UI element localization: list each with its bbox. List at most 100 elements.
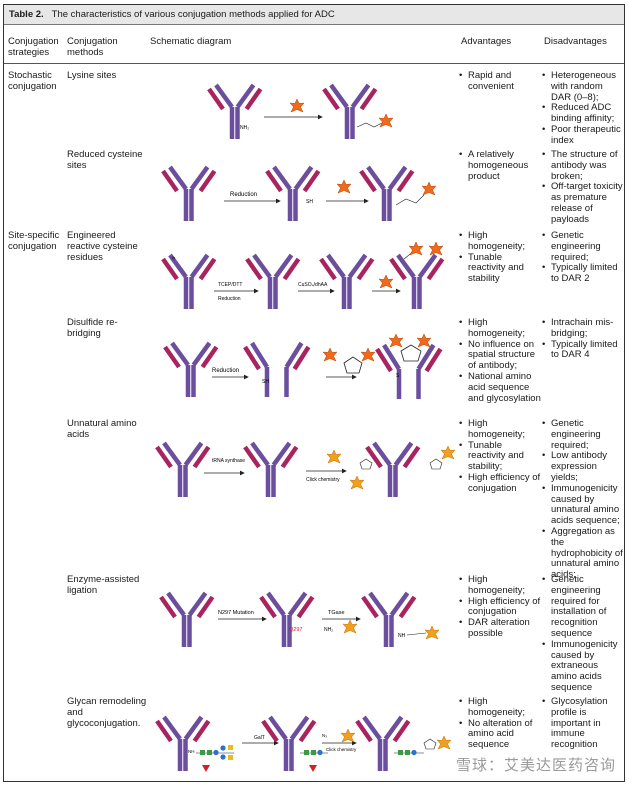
disadvantages-row-1: Heterogeneous with random DAR (0–8);Redu… (542, 70, 624, 147)
payload-star (424, 625, 440, 640)
disadvantages-row-6: Genetic engineering required for install… (542, 574, 624, 694)
advantages-row-7: High homogeneity;No alteration of amino … (459, 696, 541, 751)
list-item: Typically limited to DAR 2 (542, 263, 624, 285)
disadvantages-row-4: Intrachain mis-bridging;Typically limite… (542, 317, 624, 362)
label-n297-mutation: N297 Mutation (218, 610, 254, 616)
list-item: High homogeneity; (459, 230, 541, 253)
payload-star (378, 274, 394, 289)
fucose-marker (309, 765, 317, 772)
payload-star (360, 347, 376, 362)
label-nh2: NH₂ (324, 627, 333, 633)
list-item: Low antibody expression yields; (542, 450, 624, 483)
header-methods: Conjugation methods (67, 36, 118, 58)
method-engineered-cysteine: Engineered reactive cysteine residues (67, 230, 138, 263)
label-sh: SH (306, 199, 313, 205)
payload-star (416, 333, 432, 348)
method-enzyme: Enzyme-assisted ligation (67, 574, 140, 596)
triazole (423, 738, 437, 750)
diagram-enzyme: N297 Mutation Q297 TGase NH₂ NH (161, 593, 440, 647)
method-unnatural-aa: Unnatural amino acids (67, 418, 137, 440)
list-item: Off-target toxicity as premature release… (542, 181, 624, 225)
glycan-sugar (220, 754, 226, 760)
strategy-site-specific: Site-specific conjugation (8, 230, 60, 252)
list-item: High efficiency of conjugation (459, 596, 541, 619)
strategy-stochastic: Stochastic conjugation (8, 70, 57, 92)
advantages-row-3: High homogeneity;Tunable reactivity and … (459, 230, 541, 285)
label-click: Click chemistry (306, 477, 340, 483)
triazole (359, 458, 373, 470)
label-click: Click chemistry (326, 747, 357, 752)
diagram-glycan: NH GalT N₃ Click chemistry (157, 717, 452, 772)
linker (400, 344, 422, 362)
watermark: 雪球：艾美达医药咨询 (455, 757, 616, 774)
header-rule (4, 63, 624, 64)
payload-star (428, 241, 444, 256)
glycan-sugar (411, 749, 417, 756)
list-item: Tunable reactivity and stability; (459, 440, 541, 473)
payload-star (322, 347, 338, 362)
fucose-marker (202, 765, 210, 772)
advantages-row-2: A relatively homogeneous product (459, 149, 541, 182)
list-item: High homogeneity; (459, 418, 541, 441)
glycan-sugar (304, 750, 309, 755)
glycan-sugar (405, 750, 410, 755)
list-item: Immunogenicity caused by unnatural amino… (542, 483, 624, 527)
payload-star (342, 619, 358, 634)
table-caption: Table 2.The characteristics of various c… (4, 5, 624, 25)
glycan-sugar (317, 749, 323, 756)
payload-star (340, 728, 356, 743)
caption-title: The characteristics of various conjugati… (51, 9, 335, 20)
label-tgase: TGase (328, 610, 345, 616)
list-item: Immunogenicity caused by extraneous amin… (542, 639, 624, 694)
label-reduction: Reduction (230, 192, 257, 198)
linker (356, 122, 383, 128)
glycan-sugar (200, 750, 205, 755)
list-item: Genetic engineering required; (542, 418, 624, 451)
list-item: High homogeneity; (459, 574, 541, 597)
label-nh: NH (398, 633, 406, 639)
payload-star (440, 445, 456, 460)
list-item: High efficiency of conjugation (459, 472, 541, 495)
glycan-sugar (228, 745, 233, 750)
method-disulfide: Disulfide re-bridging (67, 317, 118, 339)
label-galt: GalT (254, 735, 265, 741)
payload-star (349, 475, 365, 490)
advantages-row-5: High homogeneity;Tunable reactivity and … (459, 418, 541, 495)
list-item: DAR alteration possible (459, 617, 541, 640)
label-trna: tRNA synthase (212, 458, 245, 464)
label-q297: Q297 (289, 627, 302, 633)
list-item: High homogeneity; (459, 696, 541, 719)
label-s: S (396, 373, 400, 379)
list-item: The structure of antibody was broken; (542, 149, 624, 182)
diagram-disulfide: Reduction SH S (165, 333, 441, 399)
list-item: Glycosylation profile is important in im… (542, 696, 624, 751)
label-n3: N₃ (322, 733, 327, 738)
list-item: Typically limited to DAR 4 (542, 339, 624, 362)
label-reduction: Reduction (218, 296, 241, 302)
label-nh2: NH₂ (240, 125, 249, 131)
label-reduction: Reduction (212, 368, 239, 374)
list-item: Genetic engineering required for install… (542, 574, 624, 640)
payload-star (408, 241, 424, 256)
diagram-reduced-cysteine: Reduction SH (163, 167, 437, 221)
method-lysine: Lysine sites (67, 70, 117, 81)
label-cuso4: CuSO₄/dhAA (298, 282, 328, 288)
disadvantages-row-3: Genetic engineering required;Typically l… (542, 230, 624, 285)
payload-star (421, 181, 437, 196)
advantages-row-1: Rapid and convenient (459, 70, 541, 93)
list-item: Intrachain mis-bridging; (542, 317, 624, 340)
disadvantages-row-7: Glycosylation profile is important in im… (542, 696, 624, 751)
payload-star (436, 735, 452, 750)
disadvantages-row-2: The structure of antibody was broken;Off… (542, 149, 624, 226)
linker (395, 194, 425, 206)
payload-star (326, 449, 342, 464)
label-sh: SH (262, 379, 269, 385)
diagram-unnatural-aa: tRNA synthase Click chemistry (157, 443, 456, 497)
glycan-sugar (398, 750, 403, 755)
table-page: Table 2.The characteristics of various c… (3, 4, 625, 782)
header-schematic: Schematic diagram (150, 36, 232, 47)
disadvantages-row-5: Genetic engineering required;Low antibod… (542, 418, 624, 581)
list-item: Poor therapeutic index (542, 124, 624, 147)
label-nh: NH (188, 749, 195, 754)
method-reduced-cysteine: Reduced cysteine sites (67, 149, 143, 171)
